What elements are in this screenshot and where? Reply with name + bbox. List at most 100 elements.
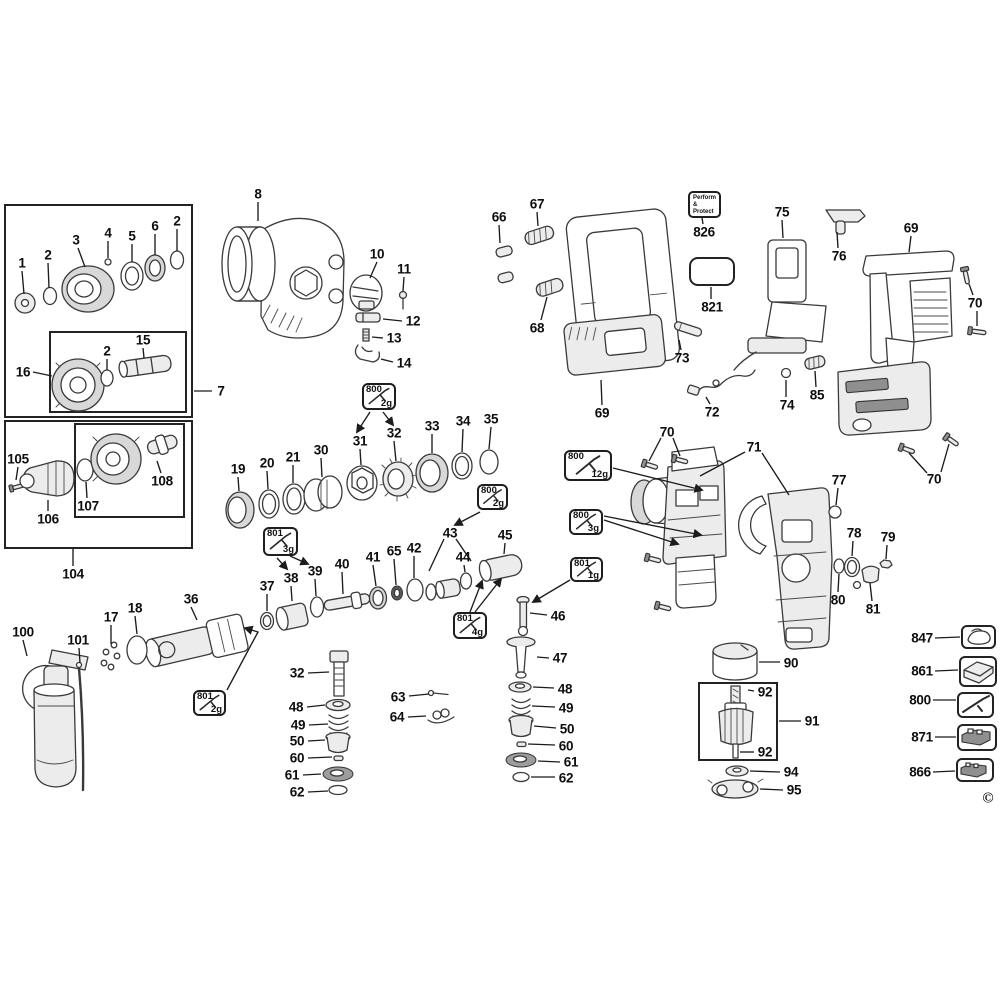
part-label-46: 46	[550, 608, 566, 624]
part-72-wire	[686, 369, 756, 396]
part-5-ring	[120, 261, 144, 291]
part-label-12: 12	[405, 313, 421, 329]
part-68-spring	[535, 277, 564, 297]
part-48-washer	[508, 681, 532, 693]
part-label-65: 65	[386, 543, 402, 559]
part-43-striker-assembly	[425, 578, 461, 601]
part-label-94: 94	[783, 764, 799, 780]
part-label-92: 92	[757, 684, 773, 700]
grease-code: 801	[457, 613, 473, 624]
part-label-13: 13	[386, 330, 402, 346]
part-label-104: 104	[62, 566, 84, 582]
part-label-81: 81	[865, 601, 881, 617]
part-label-107: 107	[77, 498, 99, 514]
part-108-chuck-assembly	[90, 433, 178, 485]
part-label-70: 70	[967, 295, 983, 311]
part-79-nut	[879, 559, 893, 569]
part-label-42: 42	[406, 540, 422, 556]
part-label-6: 6	[151, 218, 159, 234]
part-77-ring	[828, 505, 842, 519]
part-37-oring	[259, 611, 275, 631]
part-label-871: 871	[911, 729, 933, 745]
grease-gun-icon	[368, 387, 390, 405]
part-label-21: 21	[285, 449, 301, 465]
part-label-49: 49	[558, 700, 574, 716]
part-73-rod	[673, 321, 703, 337]
part-46-pin	[516, 595, 530, 637]
part-label-33: 33	[424, 418, 440, 434]
part-label-90: 90	[783, 655, 799, 671]
copyright-symbol: ©	[982, 790, 994, 807]
part-61-gear	[322, 766, 354, 782]
badge-line: Perform	[693, 195, 717, 201]
part-label-18: 18	[127, 600, 143, 616]
part-16-bearing	[51, 358, 105, 412]
part-label-36: 36	[183, 591, 199, 607]
part-label-73: 73	[674, 350, 690, 366]
part-label-62: 62	[289, 784, 305, 800]
grease-arrows	[226, 411, 704, 691]
part-34-ring	[451, 452, 473, 480]
part-label-41: 41	[365, 549, 381, 565]
part-2-oring	[42, 286, 58, 306]
battery-pack-icon	[960, 762, 987, 778]
part-3-bearing	[61, 265, 115, 313]
part-label-17: 17	[103, 609, 119, 625]
grease-amount: 4g	[471, 627, 483, 638]
part-19-ring	[225, 491, 255, 529]
part-label-64: 64	[389, 709, 405, 725]
accessory-box-861	[959, 656, 997, 687]
part-label-62: 62	[558, 770, 574, 786]
part-76-handle	[825, 209, 866, 235]
part-49-spring	[328, 714, 349, 737]
part-label-69: 69	[903, 220, 919, 236]
part-label-44: 44	[455, 549, 471, 565]
part-36-cylinder	[144, 613, 249, 668]
grease-code: 800	[366, 384, 382, 395]
part-70-screws	[640, 265, 987, 612]
part-label-67: 67	[529, 196, 545, 212]
group-box-7-inner	[49, 331, 187, 413]
part-8-gear-housing	[221, 217, 345, 339]
part-41-bearing	[368, 586, 388, 610]
part-label-80: 80	[830, 592, 846, 608]
accessory-box-871	[957, 724, 997, 751]
part-label-2: 2	[103, 343, 111, 359]
part-label-71: 71	[746, 439, 762, 455]
part-label-74: 74	[779, 397, 795, 413]
part-label-2: 2	[44, 247, 52, 263]
part-label-20: 20	[259, 455, 275, 471]
part-label-48: 48	[557, 681, 573, 697]
part-85-spring	[804, 355, 826, 370]
part-69-left-housing	[563, 208, 681, 376]
grease-code: 801	[574, 558, 590, 569]
part-12-pin	[355, 312, 381, 323]
kit-box-icon	[963, 661, 994, 684]
group-box-7	[4, 204, 193, 418]
group-box-104-inner	[74, 423, 185, 518]
part-label-866: 866	[909, 764, 931, 780]
part-74-button	[780, 367, 792, 379]
part-label-32: 32	[386, 425, 402, 441]
part-label-63: 63	[390, 689, 406, 705]
part-62-ring	[328, 784, 348, 796]
part-95-end-bracket	[707, 778, 764, 799]
grease-code: 801	[267, 528, 283, 539]
part-92-armature	[718, 685, 754, 759]
part-50-cup	[508, 714, 534, 738]
grease-amount: 1g	[587, 570, 599, 581]
part-label-47: 47	[552, 650, 568, 666]
part-20-ring	[258, 489, 280, 519]
part-61-gear	[505, 752, 537, 768]
part-label-15: 15	[135, 332, 151, 348]
part-label-800: 800	[909, 692, 931, 708]
part-11-screw	[398, 290, 408, 310]
part-label-70: 70	[926, 471, 942, 487]
part-14-clip	[354, 344, 381, 363]
battery-pack-icon	[961, 728, 991, 746]
part-81-valve	[852, 565, 880, 590]
